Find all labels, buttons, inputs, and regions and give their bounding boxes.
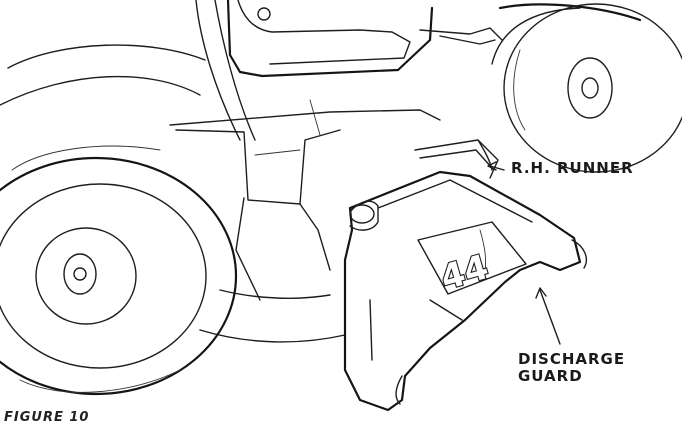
seat-frame bbox=[226, 0, 503, 78]
discharge-guard-label-line2: GUARD bbox=[518, 367, 583, 385]
discharge-guard-leader bbox=[539, 289, 561, 345]
rear-left-tire bbox=[0, 0, 256, 141]
rh-runner-arrowhead bbox=[487, 161, 497, 171]
rear-right-tire bbox=[491, 3, 682, 173]
figure-caption: FIGURE 10 bbox=[4, 410, 90, 425]
discharge-guard bbox=[343, 170, 588, 412]
mower-deck bbox=[169, 99, 441, 343]
discharge-guard-arrowhead bbox=[535, 287, 547, 299]
discharge-guard-label-line1: DISCHARGE bbox=[518, 350, 626, 368]
badge-44: 44 bbox=[417, 221, 527, 300]
badge-44-text: 44 bbox=[436, 247, 493, 298]
rh-runner bbox=[414, 139, 499, 179]
discharge-guard-label: DISCHARGE GUARD bbox=[518, 351, 625, 385]
front-left-tire bbox=[0, 145, 238, 396]
rh-runner-leader bbox=[489, 165, 505, 171]
rh-runner-label: R.H. RUNNER bbox=[511, 159, 634, 177]
